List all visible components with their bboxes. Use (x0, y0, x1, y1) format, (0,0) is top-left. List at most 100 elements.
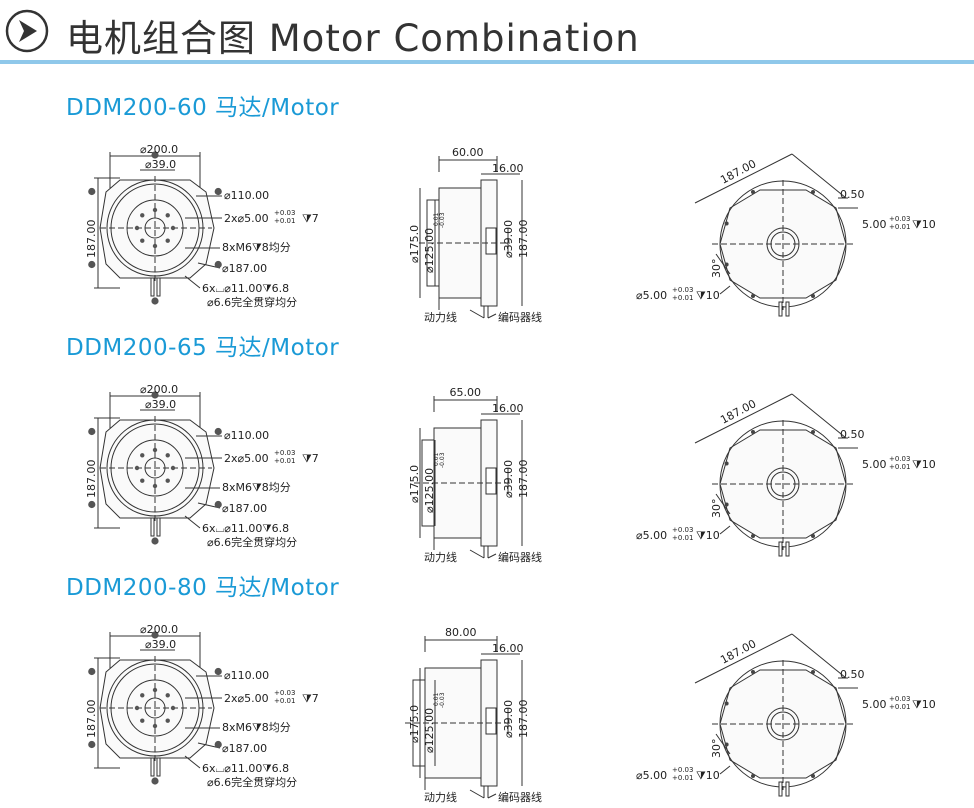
dim-125: ⌀125.00 (423, 708, 436, 753)
dim-rear-gap: 0.50 (840, 188, 865, 201)
rear-view (694, 393, 858, 557)
rear-holes (724, 430, 815, 538)
dim-rear-pin-tol-lo: +0.01 (889, 703, 910, 711)
tapped-hole (165, 718, 170, 723)
rear-pin-hole (751, 293, 755, 298)
dim-175: ⌀175.0 (408, 465, 421, 503)
counterbore-hole (88, 260, 96, 269)
page-header: 电机组合图 Motor Combination (0, 0, 974, 64)
dim-rear-pin2-tol-lo: +0.01 (672, 774, 693, 782)
dim-187: ⌀187.00 (222, 262, 267, 275)
dim-counterbore: 6x⌴⌀11.00⧩6.8 (202, 282, 289, 295)
rear-holes (724, 670, 815, 778)
dim-rear-angle: 30° (710, 499, 723, 519)
counterbore-hole (151, 777, 159, 785)
dim-flange: 16.00 (492, 402, 524, 415)
dim-holes-a: 2x⌀5.00 (224, 212, 269, 225)
tapped-hole (152, 243, 158, 249)
rear-pin-hole (724, 701, 729, 706)
side-view (419, 156, 523, 319)
tapped-hole (134, 225, 140, 231)
dim-rear-diameter: 187.00 (718, 397, 758, 427)
dim-through: ⌀6.6完全贯穿均分 (207, 775, 297, 789)
tapped-hole (140, 718, 145, 723)
encoder-cable-label: 编码器线 (498, 550, 542, 564)
dim-rear-pin2-depth: ⧩10 (696, 289, 720, 302)
dim-125-tol-lo: -0.03 (439, 452, 446, 468)
counterbore-hole (214, 427, 222, 436)
chevron-right-circle-icon (5, 9, 49, 53)
tapped-hole (140, 238, 145, 243)
tapped-hole (152, 447, 158, 453)
dim-rear-pin2-tol-lo: +0.01 (672, 534, 693, 542)
tapped-hole (134, 705, 140, 711)
front-view (94, 392, 222, 537)
dim-counterbore: 6x⌴⌀11.00⧩6.8 (202, 522, 289, 535)
dim-rear-pin: 5.00 (862, 218, 887, 231)
dim-rear-diameter: 187.00 (718, 637, 758, 667)
dim-flange: 16.00 (492, 642, 524, 655)
rear-pin-hole (724, 221, 729, 226)
rear-pin-hole (724, 461, 729, 466)
power-cable-label: 动力线 (424, 310, 457, 324)
section-title: DDM200-65 马达/Motor (66, 335, 340, 361)
dim-holes-a-tol-lo: +0.01 (274, 697, 295, 705)
page-title: 电机组合图 Motor Combination (66, 17, 640, 60)
tapped-hole (140, 478, 145, 483)
dim-39: ⌀39.00 (502, 220, 515, 258)
rear-pin-hole (811, 293, 815, 298)
dim-bore: ⌀39.0 (145, 638, 176, 651)
dim-counterbore: 6x⌴⌀11.00⧩6.8 (202, 762, 289, 775)
dim-outer-diameter: ⌀200.0 (140, 623, 178, 636)
tapped-hole (165, 213, 170, 218)
dim-rear-pin: 5.00 (862, 458, 887, 471)
dim-125-tol-lo: -0.03 (439, 692, 446, 708)
tapped-hole (134, 465, 140, 471)
dim-rear-pin: 5.00 (862, 698, 887, 711)
dim-holes-a-tol-up: +0.03 (274, 209, 295, 217)
dim-height: 187.00 (85, 460, 98, 499)
dim-holes-a-depth: ⧩7 (302, 692, 319, 705)
rear-pin-hole (751, 190, 755, 195)
header-divider (0, 60, 974, 64)
dim-rear-pin2: ⌀5.00 (636, 769, 667, 782)
dim-175: ⌀175.0 (408, 225, 421, 263)
power-cable-label: 动力线 (424, 550, 457, 564)
rear-view (694, 633, 858, 797)
dim-holes-a-depth: ⧩7 (302, 452, 319, 465)
dim-rear-pin2-tol-lo: +0.01 (672, 294, 693, 302)
dim-side-187: 187.00 (517, 460, 530, 499)
dim-rear-gap: 0.50 (840, 668, 865, 681)
rear-pin-hole (811, 670, 815, 675)
dim-rear-pin2-tol-up: +0.03 (672, 286, 693, 294)
side-view (414, 396, 523, 559)
rear-pin-hole (751, 533, 755, 538)
dim-flange: 16.00 (492, 162, 524, 175)
dim-rear-pin-tol-lo: +0.01 (889, 463, 910, 471)
counterbore-hole (151, 537, 159, 545)
rear-pin-hole (811, 533, 815, 538)
power-cable-label: 动力线 (424, 790, 457, 804)
tapped-hole (140, 453, 145, 458)
counterbore-hole (88, 500, 96, 509)
dim-125: ⌀125.00 (423, 228, 436, 273)
tapped-hole (152, 483, 158, 489)
rear-view (694, 153, 858, 317)
rear-holes (724, 190, 815, 298)
dim-rear-pin-tol-up: +0.03 (889, 695, 910, 703)
dim-125-tol-up: 0.01 (433, 212, 440, 226)
rear-pin-hole (751, 430, 755, 435)
counterbore-hole (151, 297, 159, 305)
front-holes (88, 391, 222, 545)
dim-187: ⌀187.00 (222, 502, 267, 515)
dim-125: ⌀125.00 (423, 468, 436, 513)
dim-bore: ⌀39.0 (145, 398, 176, 411)
dim-39: ⌀39.00 (502, 460, 515, 498)
dim-holes-a-tol-lo: +0.01 (274, 457, 295, 465)
rear-pin-hole (811, 190, 815, 195)
dim-rear-pin-tol-up: +0.03 (889, 455, 910, 463)
dim-through: ⌀6.6完全贯穿均分 (207, 535, 297, 549)
dim-height: 187.00 (85, 700, 98, 739)
motor-drawing: ⌀200.0 ⌀39.0 187.00 ⌀110.00 2x⌀5.00 +0.0… (85, 143, 936, 324)
dim-side-width: 65.00 (450, 386, 482, 399)
